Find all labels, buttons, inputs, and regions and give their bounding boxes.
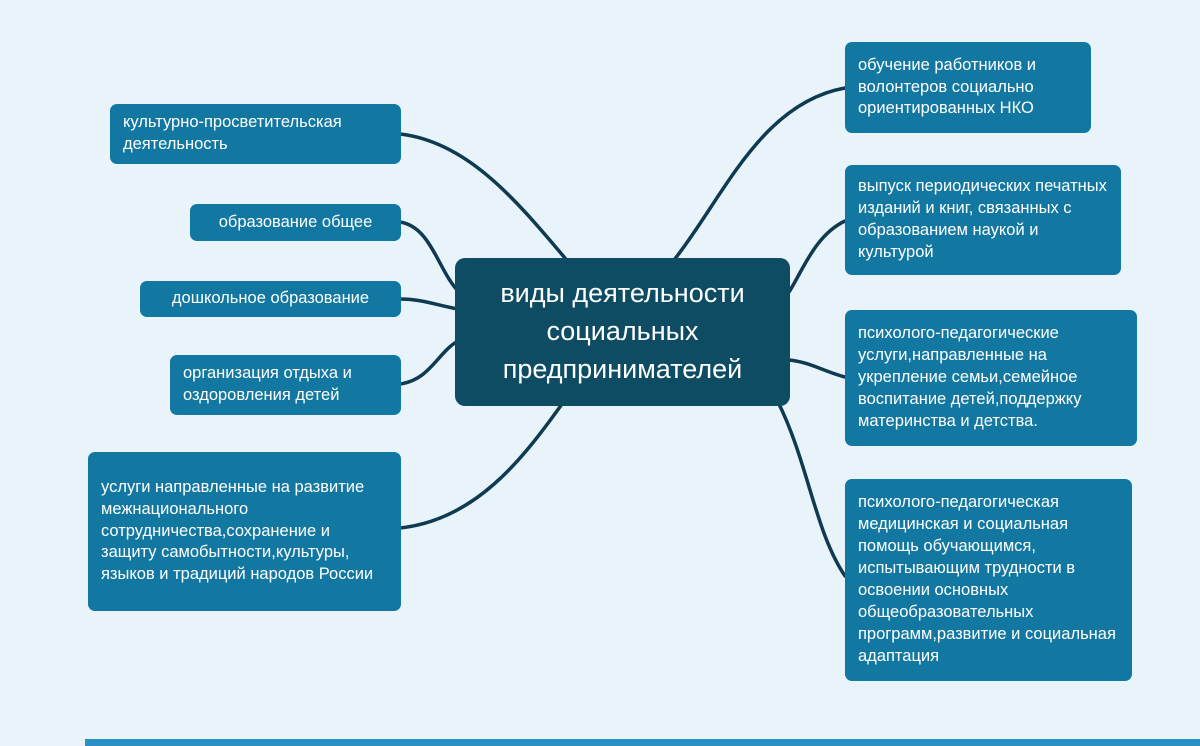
branch-node-right-1: обучение работников и волонтеров социаль…	[845, 42, 1091, 133]
branch-node-right-3: психолого-педагогические услуги,направле…	[845, 310, 1137, 446]
branch-node-label: психолого-педагогическая медицинская и с…	[858, 493, 1116, 665]
branch-node-label: обучение работников и волонтеров социаль…	[858, 55, 1037, 118]
branch-node-right-2: выпуск периодических печатных изданий и …	[845, 165, 1121, 275]
connector-right-2	[787, 219, 847, 294]
branch-node-label: услуги направленные на развитие межнацио…	[101, 477, 374, 584]
branch-node-label: организация отдыха и оздоровления детей	[183, 364, 352, 404]
connector-left-2	[398, 220, 462, 295]
branch-node-label: культурно-просветительская деятельность	[123, 113, 342, 153]
branch-node-left-3: дошкольное образование	[140, 281, 401, 317]
branch-node-label: дошкольное образование	[171, 289, 370, 308]
connector-left-4	[398, 339, 460, 386]
connector-right-3	[787, 358, 847, 379]
branch-node-left-1: культурно-просветительская деятельность	[110, 104, 401, 164]
connector-right-4	[776, 400, 847, 578]
connector-right-1	[672, 86, 847, 262]
branch-node-left-2: образование общее	[190, 204, 401, 241]
central-node: виды деятельности социальных предпринима…	[455, 258, 790, 406]
branch-node-label: психолого-педагогические услуги,направле…	[858, 324, 1082, 430]
central-node-label: виды деятельности социальных предпринима…	[500, 278, 745, 384]
connector-left-5	[398, 402, 564, 530]
branch-node-left-4: организация отдыха и оздоровления детей	[170, 355, 401, 415]
branch-node-right-4: психолого-педагогическая медицинская и с…	[845, 479, 1132, 681]
connector-left-1	[398, 132, 572, 266]
bottom-bar	[85, 739, 1200, 746]
connector-left-3	[398, 297, 460, 311]
branch-node-label: выпуск периодических печатных изданий и …	[858, 177, 1107, 261]
branch-node-label: образование общее	[218, 212, 373, 231]
branch-node-left-5: услуги направленные на развитие межнацио…	[88, 452, 401, 611]
